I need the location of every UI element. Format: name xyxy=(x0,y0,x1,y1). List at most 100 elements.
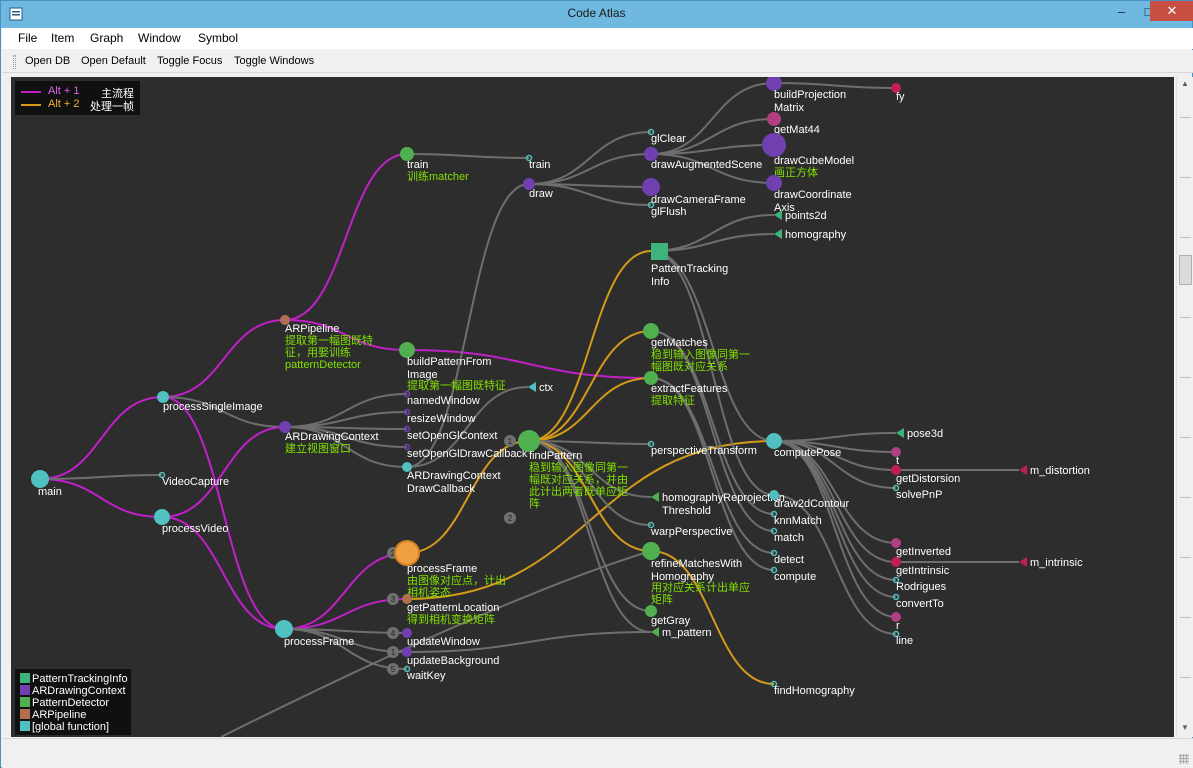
node-label[interactable]: fy xyxy=(896,91,905,103)
function-node-marker[interactable] xyxy=(762,133,786,157)
menu-window[interactable]: Window xyxy=(138,31,181,45)
variable-node-marker[interactable] xyxy=(774,210,782,220)
graph-node-drawCameraFrame[interactable]: drawCameraFrame xyxy=(642,178,746,206)
graph-node-processSingleImage[interactable]: processSingleImage xyxy=(157,391,263,413)
node-label[interactable]: findHomography xyxy=(774,685,855,697)
external-node-marker[interactable] xyxy=(403,390,411,398)
function-node-marker[interactable] xyxy=(279,421,291,433)
function-node-marker[interactable] xyxy=(769,490,779,500)
node-label[interactable]: compute xyxy=(774,571,816,583)
external-node-marker[interactable] xyxy=(770,527,778,535)
graph-node-m_intrinsic[interactable]: m_intrinsic xyxy=(1019,557,1083,569)
graph-node-warpPerspective[interactable]: warpPerspective xyxy=(647,521,733,539)
graph-node-resizeWindow[interactable]: resizeWindow xyxy=(403,408,476,426)
node-label[interactable]: getGray xyxy=(651,615,691,627)
external-node-marker[interactable] xyxy=(770,680,778,688)
graph-node-glFlush[interactable]: glFlush xyxy=(647,201,687,219)
function-node-marker[interactable] xyxy=(280,315,290,325)
function-node-marker[interactable] xyxy=(643,323,659,339)
function-node-marker[interactable] xyxy=(766,433,782,449)
function-node-marker[interactable] xyxy=(275,620,293,638)
function-node-marker[interactable] xyxy=(642,542,660,560)
function-node-marker[interactable] xyxy=(645,605,657,617)
function-node-marker[interactable] xyxy=(891,557,901,567)
graph-node-getMat44[interactable]: getMat44 xyxy=(767,112,820,136)
graph-node-detect[interactable]: detect xyxy=(770,549,804,567)
function-node-marker[interactable] xyxy=(157,391,169,403)
function-node-marker[interactable] xyxy=(891,447,901,457)
menu-graph[interactable]: Graph xyxy=(90,31,124,45)
function-node-marker[interactable] xyxy=(31,470,49,488)
graph-node-ctx[interactable]: ctx xyxy=(528,382,554,394)
node-label[interactable]: Image xyxy=(407,369,438,381)
external-node-marker[interactable] xyxy=(647,128,655,136)
node-label[interactable]: getMat44 xyxy=(774,124,820,136)
variable-node-marker[interactable] xyxy=(1019,557,1027,567)
menu-symbol[interactable]: Symbol xyxy=(198,31,239,45)
function-node-marker[interactable] xyxy=(402,647,412,657)
node-label[interactable]: getDistorsion xyxy=(896,473,960,485)
node-label[interactable]: r xyxy=(896,620,900,632)
node-label[interactable]: getPatternLocation xyxy=(407,602,499,614)
graph-node-getGray[interactable]: getGray xyxy=(645,605,691,627)
graph-node-getInverted[interactable]: getInverted xyxy=(891,538,951,558)
node-label[interactable]: getMatches xyxy=(651,337,708,349)
function-node-marker[interactable] xyxy=(402,594,412,604)
node-label[interactable]: processSingleImage xyxy=(163,401,263,413)
graph-node-Rodrigues[interactable]: Rodrigues xyxy=(892,576,947,594)
graph-node-waitKey[interactable]: waitKey xyxy=(403,665,447,683)
function-node-marker[interactable] xyxy=(767,112,781,126)
node-label[interactable]: ARDrawingContext xyxy=(285,431,379,443)
graph-node-pose3d[interactable]: pose3d xyxy=(896,428,943,440)
node-label[interactable]: homographyReprojection xyxy=(662,492,785,504)
external-node-marker[interactable] xyxy=(647,440,655,448)
node-label[interactable]: buildProjection xyxy=(774,89,846,101)
node-label[interactable]: draw xyxy=(529,188,553,200)
node-label[interactable]: convertTo xyxy=(896,598,944,610)
node-label[interactable]: Homography xyxy=(651,571,714,583)
node-label[interactable]: line xyxy=(896,635,913,647)
variable-node-marker[interactable] xyxy=(528,382,536,392)
node-label[interactable]: m_intrinsic xyxy=(1030,557,1083,569)
node-label[interactable]: Axis xyxy=(774,202,795,214)
node-label[interactable]: findPattern xyxy=(529,450,582,462)
external-node-marker[interactable] xyxy=(403,665,411,673)
node-label[interactable]: PatternTracking xyxy=(651,263,728,275)
external-node-marker[interactable] xyxy=(892,484,900,492)
node-label[interactable]: drawCoordinate xyxy=(774,189,852,201)
node-label[interactable]: train xyxy=(407,159,428,171)
open-db-button[interactable]: Open DB xyxy=(25,55,71,67)
function-node-marker[interactable] xyxy=(644,147,658,161)
node-label[interactable]: detect xyxy=(774,554,804,566)
node-label[interactable]: waitKey xyxy=(406,670,446,682)
graph-node-line[interactable]: line xyxy=(892,630,914,648)
node-label[interactable]: extractFeatures xyxy=(651,383,728,395)
node-label[interactable]: m_distortion xyxy=(1030,465,1090,477)
external-node-marker[interactable] xyxy=(892,593,900,601)
function-node-marker[interactable] xyxy=(642,178,660,196)
node-label[interactable]: setOpenGlContext xyxy=(407,430,498,442)
node-label[interactable]: drawCubeModel xyxy=(774,155,854,167)
node-label[interactable]: getInverted xyxy=(896,546,951,558)
node-label[interactable]: m_pattern xyxy=(662,627,712,639)
graph-node-solvePnP[interactable]: solvePnP xyxy=(892,484,943,502)
node-label[interactable]: pose3d xyxy=(907,428,943,440)
node-label[interactable]: homography xyxy=(785,229,847,241)
function-node-marker[interactable] xyxy=(891,465,901,475)
graph-node-processVideo[interactable]: processVideo xyxy=(154,509,228,535)
graph-node-PatternTrackingInfo[interactable]: PatternTrackingInfo xyxy=(651,243,728,288)
node-label[interactable]: main xyxy=(38,486,62,498)
graph-node-findHomography[interactable]: findHomography xyxy=(770,680,856,698)
node-label[interactable]: drawAugmentedScene xyxy=(651,159,762,171)
